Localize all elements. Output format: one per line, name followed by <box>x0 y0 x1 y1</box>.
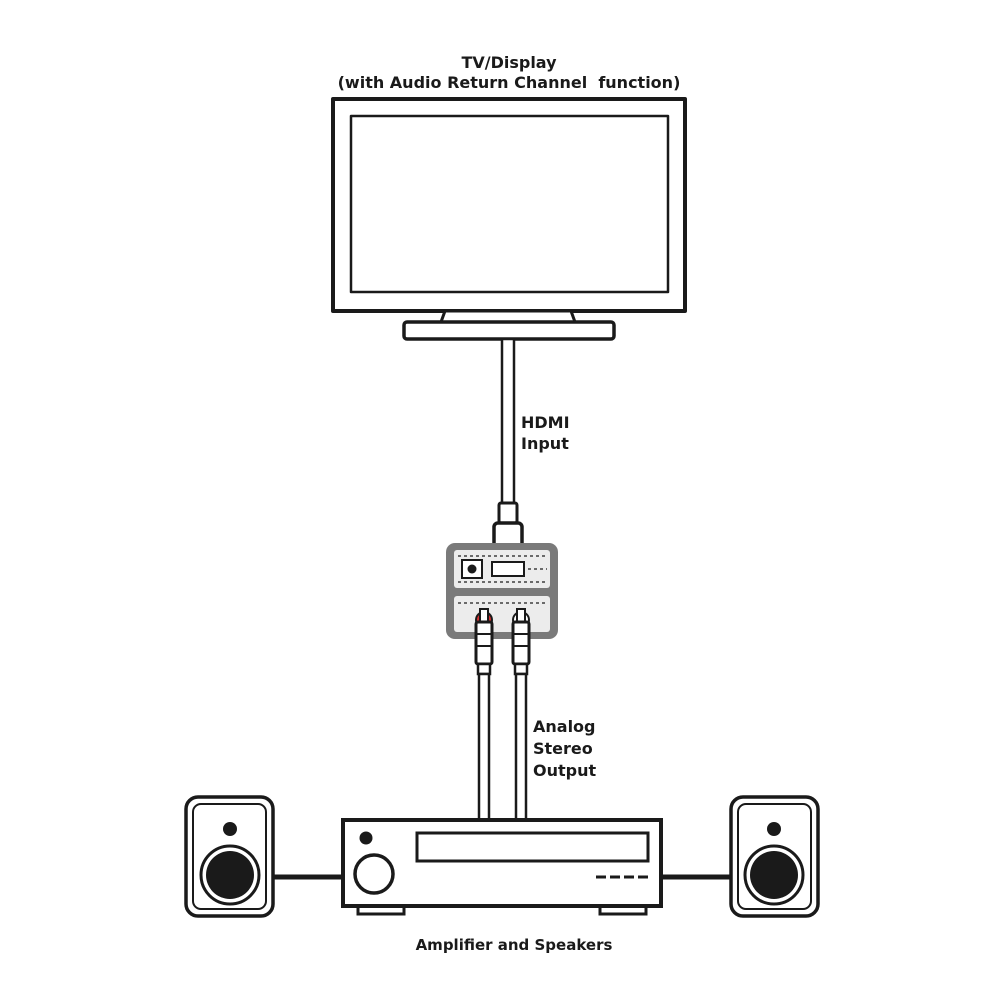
speaker-left <box>184 795 275 918</box>
amplifier <box>341 818 663 916</box>
amp-display-window <box>415 831 650 863</box>
amp-caption: Amplifier and Speakers <box>416 936 613 954</box>
speaker-left-woofer <box>206 851 254 899</box>
amp-power-button <box>359 831 373 845</box>
rca-wire-right <box>514 672 528 824</box>
speaker-right-tweeter <box>767 822 781 836</box>
tv-screen <box>349 114 670 294</box>
rca-wire-left <box>477 672 491 824</box>
tv-title: TV/Display <box>461 53 557 72</box>
hdmi-cable-segment <box>500 337 516 505</box>
rca-cable-left <box>474 608 494 824</box>
rca-plug-left <box>474 620 494 666</box>
analog-label-line2: Stereo <box>533 739 593 758</box>
audio-extractor <box>446 543 558 639</box>
extractor-panel-markings <box>458 555 547 604</box>
analog-label-line3: Output <box>533 761 596 780</box>
rca-cable-right <box>511 608 531 824</box>
rca-plug-right <box>511 620 531 666</box>
hdmi-strain-relief <box>497 501 519 525</box>
speaker-right-woofer <box>750 851 798 899</box>
tv-stand-base <box>402 320 616 341</box>
hdmi-port <box>491 561 525 577</box>
tv-display <box>331 97 687 341</box>
analog-label-line1: Analog <box>533 717 596 736</box>
speaker-right <box>729 795 820 918</box>
amp-volume-knob <box>353 853 395 895</box>
hdmi-cable <box>492 337 524 575</box>
tv-subtitle: (with Audio Return Channel function) <box>338 73 681 92</box>
extractor-bottom-panel <box>454 596 550 632</box>
speaker-left-tweeter <box>223 822 237 836</box>
hdmi-label-line2: Input <box>521 434 569 453</box>
dc-power-port <box>461 559 483 579</box>
hdmi-label-line1: HDMI <box>521 413 570 432</box>
